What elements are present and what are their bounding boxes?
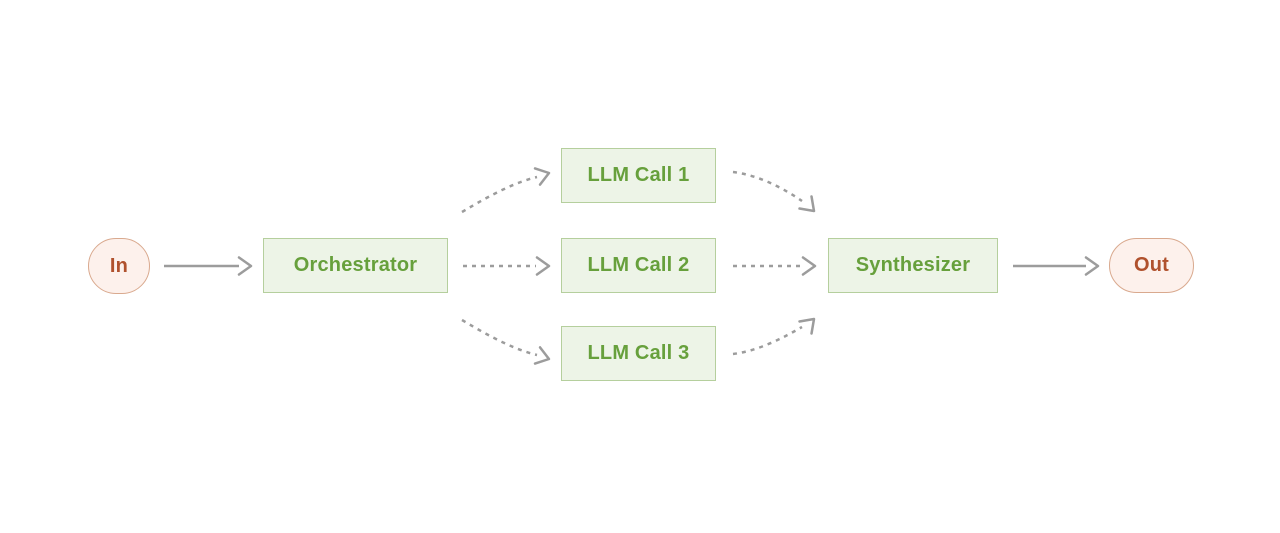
node-out: Out [1109,238,1194,293]
edge-synthesizer-to-out [1013,256,1100,276]
arrowhead-icon [237,256,253,276]
node-synthesizer-label: Synthesizer [855,254,971,276]
node-orchestrator: Orchestrator [263,238,448,293]
arrowhead-icon [798,195,816,213]
edge-in-to-orchestrator [164,256,253,276]
node-synthesizer: Synthesizer [828,238,998,293]
node-llm-call-3-label: LLM Call 3 [587,342,690,364]
arrowhead-icon [798,317,816,335]
edge-orchestrator-to-llm-call-2 [463,256,551,276]
node-llm-call-3: LLM Call 3 [561,326,716,381]
node-out-label: Out [1133,254,1170,276]
arrowhead-icon [535,256,551,276]
arrowhead-icon [801,256,817,276]
arrowhead-icon [533,167,551,186]
edge-llm-call-1-to-synthesizer [732,170,816,213]
node-llm-call-1-label: LLM Call 1 [587,164,690,186]
edge-orchestrator-to-llm-call-3 [461,318,551,365]
node-llm-call-2: LLM Call 2 [561,238,716,293]
arrowhead-icon [533,346,551,365]
node-in: In [88,238,150,294]
node-in-label: In [109,254,129,277]
edge-llm-call-3-to-synthesizer [732,317,816,356]
node-llm-call-1: LLM Call 1 [561,148,716,203]
node-orchestrator-label: Orchestrator [293,254,418,276]
arrowhead-icon [1084,256,1100,276]
edge-llm-call-2-to-synthesizer [733,256,817,276]
edge-orchestrator-to-llm-call-1 [461,167,551,214]
node-llm-call-2-label: LLM Call 2 [587,254,690,276]
